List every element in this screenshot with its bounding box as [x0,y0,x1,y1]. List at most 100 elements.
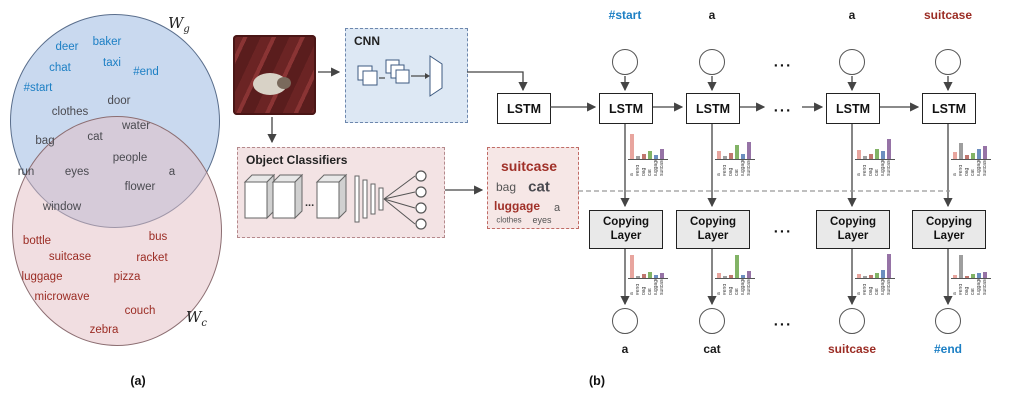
detected-word: cat [528,178,550,196]
venn-word: bag [35,135,55,147]
prob-tick-label: bag [642,286,646,295]
prob-tick-label: a [953,292,957,295]
prob-tick-label: cat [735,169,739,176]
prob-bar [729,153,733,159]
venn-word: bottle [22,235,52,247]
prob-bars [951,133,991,160]
prob-tick-label: bag [729,286,733,295]
prob-tick-label: cat [875,288,879,295]
prob-bar [747,142,751,159]
prob-bars [715,133,755,160]
lstm-box: LSTM [599,93,653,124]
lstm-output-distribution: a#endbagcatluggagesuitcase [951,133,997,176]
prob-tick-label: #end [723,164,727,176]
prob-bar [630,134,634,159]
prob-tick-label: #end [636,164,640,176]
prob-tick-label: a [953,173,957,176]
prob-tick-label: #end [863,283,867,295]
prob-tick-label: luggage [881,279,885,295]
prob-bars [855,252,895,279]
venn-word: pizza [113,271,141,283]
detected-word: a [553,202,561,214]
prob-tick-label: cat [971,169,975,176]
prob-tick-label: luggage [881,160,885,176]
prob-tick-label: luggage [977,160,981,176]
set-label-copy: Wc [186,308,207,329]
prob-tick-label: #end [636,283,640,295]
prob-bar [735,255,739,278]
venn-word: water [121,120,151,132]
prob-bar [887,139,891,159]
prob-bar [741,154,745,159]
prob-bars [628,133,668,160]
detected-word: eyes [532,215,552,225]
prob-bars [855,133,895,160]
prob-bar [977,149,981,159]
prob-bars [628,252,668,279]
prob-tick-labels: a#endbagcatluggagesuitcase [715,279,761,295]
detected-word: luggage [493,199,541,213]
cnn-label: CNN [354,34,380,48]
prob-tick-label: luggage [654,160,658,176]
prob-bar [887,254,891,278]
word-input-circle [935,49,961,75]
prob-bar [654,275,658,278]
input-word-label: a [708,8,716,22]
prob-tick-labels: a#endbagcatluggagesuitcase [628,279,674,295]
prob-tick-label: suitcase [983,160,987,176]
prob-bar [642,154,646,159]
set-label-generic: Wg [168,14,190,35]
detected-words-box [487,147,579,229]
prob-bar [636,156,640,159]
prob-tick-label: #end [863,164,867,176]
venn-word: clothes [51,106,89,118]
prob-tick-label: a [630,173,634,176]
prob-tick-label: suitcase [887,160,891,176]
lstm-box: LSTM [826,93,880,124]
venn-word: zebra [89,324,119,336]
prob-bar [971,153,975,159]
set-label-sub: g [183,24,190,35]
prob-tick-label: bag [965,286,969,295]
prob-tick-label: suitcase [660,279,664,295]
prob-tick-label: cat [648,169,652,176]
prob-bar [875,149,879,159]
cat-head [277,77,291,89]
venn-word: racket [136,252,168,264]
prob-tick-label: luggage [654,279,658,295]
caption-b: (b) [589,374,605,388]
venn-word: door [107,95,131,107]
ellipsis: ... [773,312,793,330]
output-word-label: a [621,342,629,356]
prob-tick-labels: a#endbagcatluggagesuitcase [855,160,901,176]
prob-bar [636,276,640,278]
prob-bar [863,276,867,278]
prob-bar [953,152,957,159]
venn-word: couch [124,305,156,317]
word-output-circle [935,308,961,334]
prob-tick-label: suitcase [983,279,987,295]
lstm-box: LSTM [686,93,740,124]
lstm-box: LSTM [922,93,976,124]
lstm-output-distribution: a#endbagcatluggagesuitcase [715,133,761,176]
venn-word: microwave [34,291,90,303]
initial-lstm-box: LSTM [497,93,551,124]
prob-tick-label: a [717,173,721,176]
prob-bar [881,270,885,278]
prob-tick-label: #end [723,283,727,295]
word-input-circle [612,49,638,75]
prob-bar [717,273,721,278]
prob-bar [875,273,879,278]
prob-bar [965,276,969,278]
prob-tick-label: suitcase [747,160,751,176]
ellipsis: ... [773,98,793,116]
venn-word: taxi [103,57,121,69]
prob-tick-label: cat [735,288,739,295]
venn-word: suitcase [48,251,92,263]
prob-tick-label: bag [869,167,873,176]
ellipsis: ... [305,197,314,209]
prob-bar [953,275,957,278]
set-label-sub: c [201,318,208,329]
